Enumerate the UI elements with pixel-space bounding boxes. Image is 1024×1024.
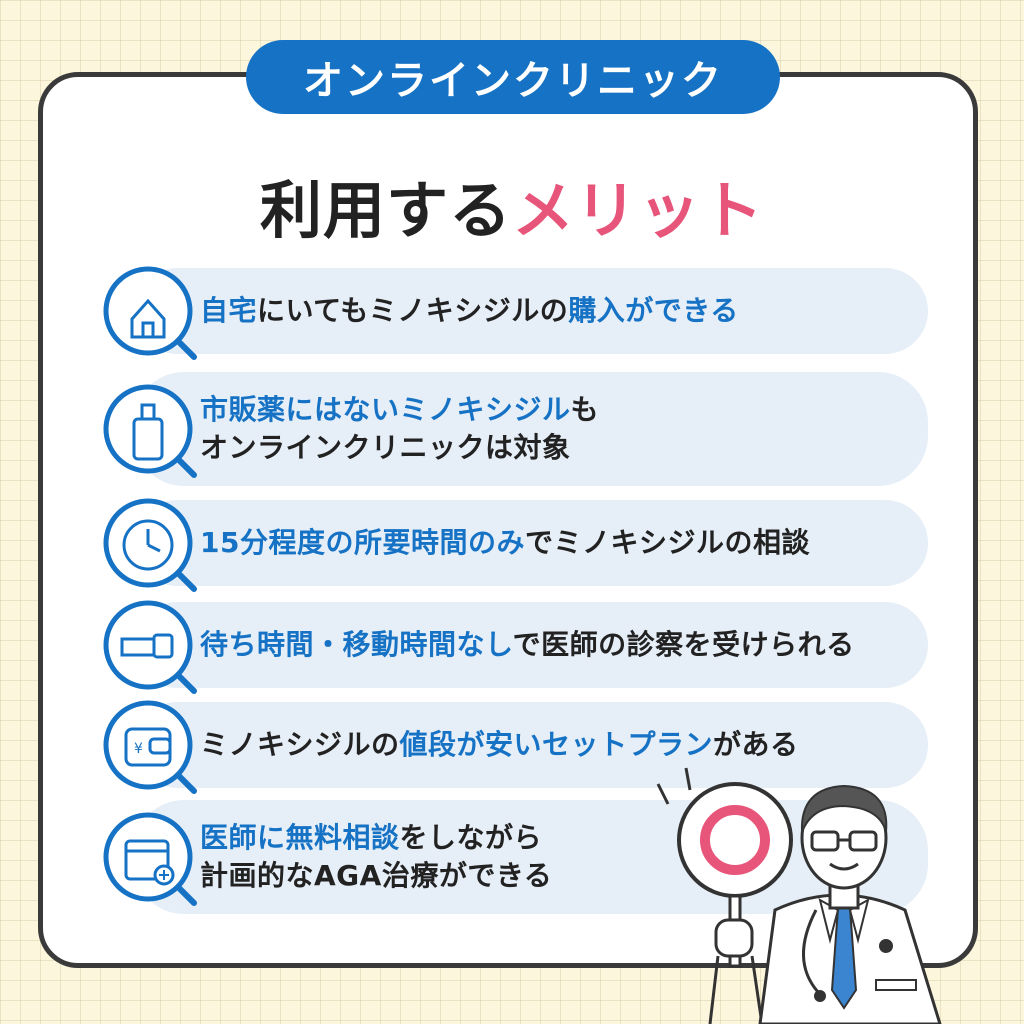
benefit-highlight: 値段が安いセットプラン	[399, 728, 714, 762]
benefit-row-background	[134, 268, 928, 354]
benefit-text: 市販薬にはないミノキシジルもオンラインクリニックは対象	[200, 372, 918, 486]
page-title-prefix: 利用する	[259, 174, 512, 247]
wristwatch-icon	[103, 600, 197, 694]
benefit-highlight: 医師に無料相談	[200, 821, 400, 855]
benefit-row-background	[134, 800, 928, 914]
benefit-line: ミノキシジルの値段が安いセットプランがある	[200, 726, 918, 764]
benefit-text: 自宅にいてもミノキシジルの購入ができる	[200, 268, 918, 354]
benefit-segment: をしながら	[399, 821, 543, 855]
benefit-row: 待ち時間・移動時間なしで医師の診察を受けられる	[98, 600, 928, 694]
benefit-text: 医師に無料相談をしながら計画的なAGA治療ができる	[200, 800, 918, 914]
benefit-segment: ミノキシジルの	[200, 728, 400, 762]
benefit-highlight: 自宅	[200, 294, 258, 328]
benefit-row: 医師に無料相談をしながら計画的なAGA治療ができる	[98, 800, 928, 914]
benefit-text: 待ち時間・移動時間なしで医師の診察を受けられる	[200, 602, 918, 688]
benefit-segment: にいてもミノキシジルの	[257, 294, 569, 328]
benefit-highlight: ができる	[625, 294, 739, 328]
benefit-line: 計画的なAGA治療ができる	[200, 857, 918, 895]
bottle-icon	[103, 384, 197, 478]
benefit-row: 市販薬にはないミノキシジルもオンラインクリニックは対象	[98, 372, 928, 486]
benefit-text: ミノキシジルの値段が安いセットプランがある	[200, 702, 918, 788]
benefit-highlight: 15分程度の所要時間のみ	[200, 526, 525, 560]
benefit-line: 待ち時間・移動時間なしで医師の診察を受けられる	[200, 626, 918, 664]
benefit-line: 医師に無料相談をしながら	[200, 819, 918, 857]
benefit-row-background	[134, 500, 928, 586]
benefit-row-background	[134, 372, 928, 486]
benefit-row-background	[134, 702, 928, 788]
benefit-segment: も	[570, 393, 600, 427]
benefit-line: 15分程度の所要時間のみでミノキシジルの相談	[200, 524, 918, 562]
benefit-row: 15分程度の所要時間のみでミノキシジルの相談	[98, 498, 928, 592]
benefit-row: ¥ ミノキシジルの値段が安いセットプランがある	[98, 700, 928, 794]
page-title-accent: メリット	[512, 174, 765, 247]
house-icon	[103, 266, 197, 360]
benefit-segment: オンラインクリニックは対象	[200, 431, 571, 464]
svg-text:¥: ¥	[134, 741, 143, 757]
calendar-plus-icon	[103, 812, 197, 906]
benefit-row-background	[134, 602, 928, 688]
doctor-illustration	[656, 767, 942, 1024]
clock-icon	[103, 498, 197, 592]
benefit-segment: がある	[713, 728, 799, 762]
benefit-highlight: 市販薬にはないミノキシジル	[200, 393, 571, 427]
benefit-row: 自宅にいてもミノキシジルの購入ができる	[98, 266, 928, 360]
benefit-line: 市販薬にはないミノキシジルも	[200, 391, 918, 429]
wallet-icon: ¥	[103, 700, 197, 794]
title-badge-label: オンラインクリニック	[303, 58, 723, 104]
benefit-highlight: 待ち時間・移動時間なし	[200, 628, 513, 662]
benefit-segment: 計画的なAGA治療ができる	[200, 859, 553, 892]
benefit-line: 自宅にいてもミノキシジルの購入ができる	[200, 292, 918, 330]
page-title: 利用するメリット	[0, 160, 1024, 250]
benefit-segment: でミノキシジルの相談	[524, 526, 810, 560]
benefit-line: オンラインクリニックは対象	[200, 429, 918, 467]
benefit-highlight: 購入	[568, 294, 626, 328]
title-badge: オンラインクリニック	[246, 40, 780, 114]
benefit-segment: で医師の診察を受けられる	[512, 628, 855, 662]
benefit-text: 15分程度の所要時間のみでミノキシジルの相談	[200, 500, 918, 586]
